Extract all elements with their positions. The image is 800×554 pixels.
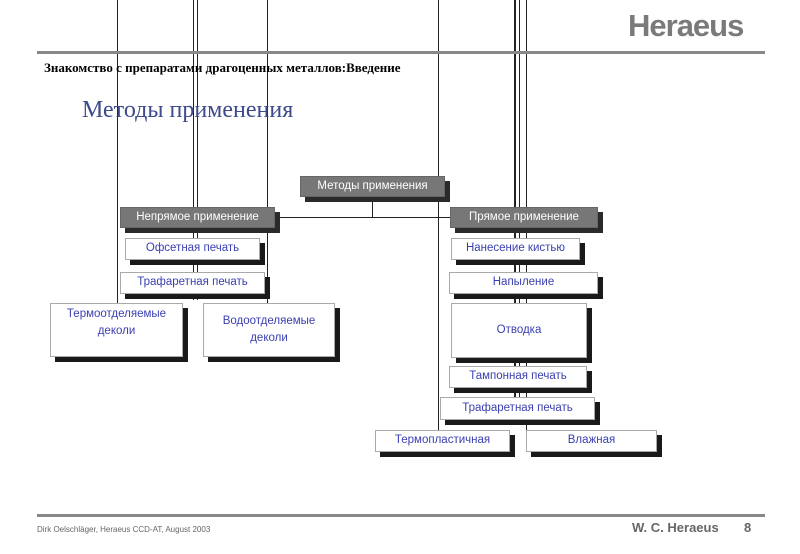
page-title: Методы применения — [82, 97, 294, 123]
node-direct: Прямое применение — [450, 207, 598, 228]
section-subtitle: Знакомство с препаратами драгоценных мет… — [44, 60, 401, 75]
connector-line — [267, 0, 268, 305]
connector-line — [117, 0, 118, 340]
footer-company: W. C. Heraeus — [632, 520, 719, 535]
node-offset-print: Офсетная печать — [125, 238, 260, 260]
node-screen-print-direct: Трафаретная печать — [440, 397, 595, 420]
connector-line — [438, 0, 439, 430]
footer-divider — [37, 514, 765, 517]
page-number: 8 — [744, 520, 752, 535]
node-thermoplastic: Термопластичная — [375, 430, 510, 452]
node-banding: Отводка — [451, 303, 587, 358]
node-water-decals: Водоотделяемые деколи — [203, 303, 335, 357]
node-screen-print-indirect: Трафаретная печать — [120, 272, 265, 294]
connector-line — [372, 197, 373, 218]
header-divider — [37, 51, 765, 54]
connector-line — [197, 0, 198, 300]
node-spraying: Напыление — [449, 272, 598, 294]
node-pad-print: Тампонная печать — [449, 366, 587, 388]
node-brush: Нанесение кистью — [451, 238, 580, 260]
node-wet: Влажная — [526, 430, 657, 452]
footer-author: Dirk Oelschläger, Heraeus CCD-AT, August… — [37, 525, 211, 534]
heraeus-logo: Heraeus — [628, 8, 744, 43]
connector-line — [275, 217, 451, 218]
connector-line — [519, 0, 520, 400]
node-indirect: Непрямое применение — [120, 207, 275, 228]
connector-line — [193, 0, 194, 300]
node-thermo-decals: Термоотделяемые деколи — [50, 303, 183, 357]
node-root: Методы применения — [300, 176, 445, 197]
connector-line — [514, 0, 516, 400]
